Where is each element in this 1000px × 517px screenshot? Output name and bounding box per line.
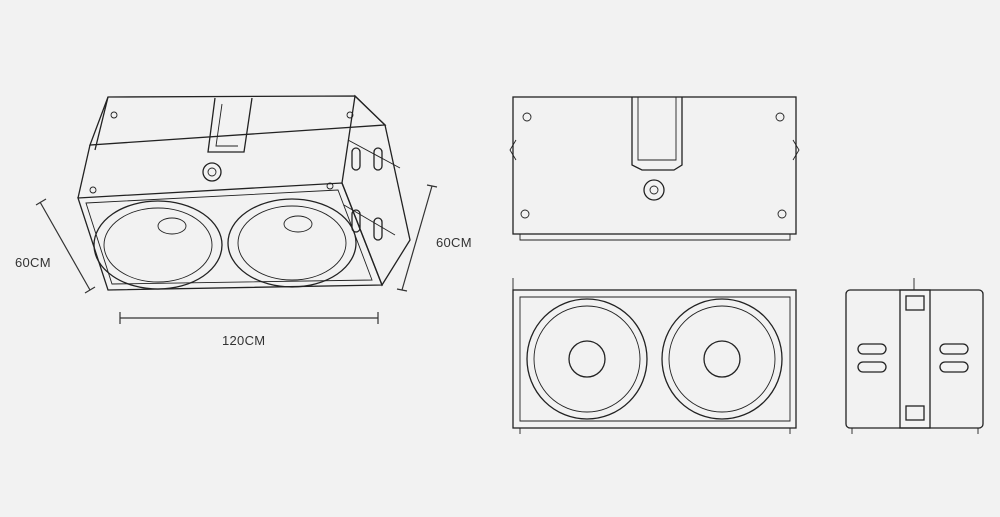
- isometric-view: [77, 94, 411, 291]
- front-woofer-right: [661, 298, 783, 420]
- front-woofer-left: [526, 298, 648, 420]
- front-view: [512, 278, 797, 434]
- width-dimension-label: 120CM: [222, 333, 266, 348]
- dimension-lines-left: [35, 184, 438, 324]
- side-view: [845, 278, 984, 434]
- woofer-right: [227, 198, 357, 288]
- top-view: [509, 96, 800, 241]
- height-dimension-label: 60CM: [436, 235, 472, 250]
- depth-dimension-label: 60CM: [15, 255, 51, 270]
- woofer-left: [93, 200, 223, 290]
